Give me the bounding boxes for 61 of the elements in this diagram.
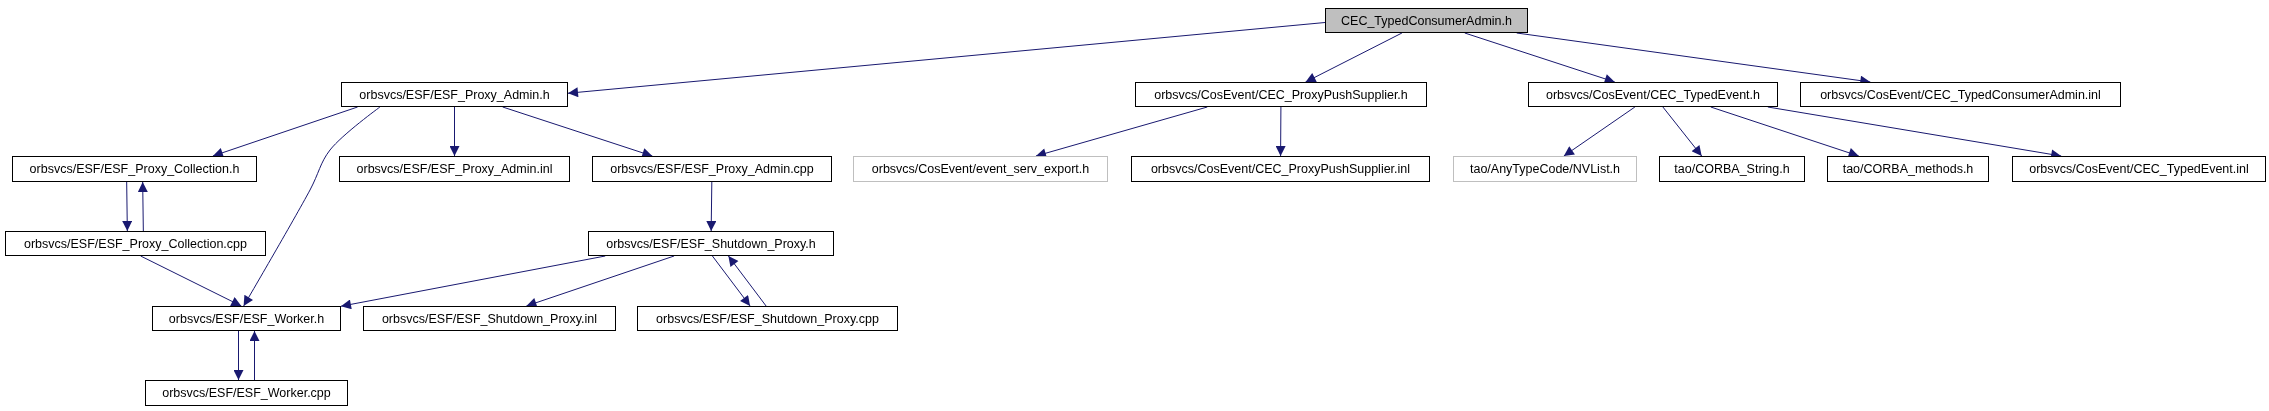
file-box [5, 231, 266, 256]
file-name: orbsvcs/ESF/ESF_Proxy_Collection.cpp [24, 236, 247, 251]
file-box [341, 82, 568, 107]
arrow [567, 22, 1326, 98]
file-name: orbsvcs/ESF/ESF_Shutdown_Proxy.inl [381, 311, 598, 326]
file-box [363, 306, 616, 331]
file-name: orbsvcs/ESF/ESF_Worker.h [168, 311, 325, 326]
arrow [243, 106, 381, 307]
arrow [727, 255, 767, 307]
arrow [1710, 106, 1860, 158]
file-name: tao/CORBA_String.h [1674, 162, 1790, 176]
file-name: orbsvcs/CosEvent/CEC_TypedEvent.inl [2029, 162, 2249, 176]
file-box [339, 156, 570, 182]
file-box [1325, 8, 1528, 33]
arrow [122, 181, 133, 232]
file-name: CEC_TypedConsumerAdmin.h [1341, 13, 1512, 28]
file-box [1528, 82, 1778, 107]
file-name: tao/CORBA_methods.h [1842, 162, 1974, 176]
arrow [249, 330, 260, 381]
file-name: tao/AnyTypeCode/NVList.h [1469, 162, 1621, 176]
file-box [2012, 156, 2266, 182]
arrow [140, 255, 242, 307]
file-name: orbsvcs/ESF/ESF_Proxy_Admin.h [359, 87, 550, 102]
file-box [592, 156, 832, 182]
file-box [588, 231, 834, 256]
file-box [1131, 156, 1430, 182]
file-name: orbsvcs/ESF/ESF_Proxy_Admin.cpp [610, 162, 814, 176]
file-box [1453, 156, 1637, 182]
file-name: orbsvcs/CosEvent/CEC_ProxyPushSupplier.inl [1150, 162, 1411, 176]
arrow [233, 330, 244, 381]
file-box [145, 380, 348, 406]
file-name: orbsvcs/ESF/ESF_Proxy_Admin.inl [356, 162, 553, 176]
file-name: orbsvcs/CosEvent/CEC_TypedConsumerAdmin.inl [1820, 87, 2101, 102]
file-box [1135, 82, 1427, 107]
file-name: orbsvcs/ESF/ESF_Shutdown_Proxy.h [606, 236, 816, 251]
arrow [1563, 106, 1636, 157]
file-box [637, 306, 898, 331]
arrow [137, 181, 148, 232]
file-box [12, 156, 257, 182]
file-name: orbsvcs/ESF/ESF_Worker.cpp [162, 386, 331, 400]
file-name: orbsvcs/CosEvent/CEC_TypedEvent.h [1546, 87, 1760, 102]
file-box [1800, 82, 2121, 107]
file-box [1659, 156, 1805, 182]
file-name: orbsvcs/ESF/ESF_Shutdown_Proxy.cpp [656, 311, 879, 326]
arrow [1464, 32, 1616, 84]
arrow [449, 106, 460, 157]
file-box [152, 306, 341, 331]
arrow [711, 255, 751, 307]
file-box [1827, 156, 1989, 182]
arrow [1662, 106, 1703, 157]
arrow [212, 106, 359, 158]
arrow [1305, 32, 1403, 83]
arrow [340, 255, 606, 310]
file-name: orbsvcs/CosEvent/event_serv_export.h [871, 162, 1090, 176]
arrow [1275, 106, 1286, 157]
file-box [853, 156, 1108, 182]
arrow [706, 181, 717, 232]
file-name: orbsvcs/ESF/ESF_Proxy_Collection.h [29, 162, 240, 176]
file-name: orbsvcs/CosEvent/CEC_ProxyPushSupplier.h [1154, 87, 1408, 102]
arrow [502, 106, 653, 158]
arrow [525, 255, 675, 308]
